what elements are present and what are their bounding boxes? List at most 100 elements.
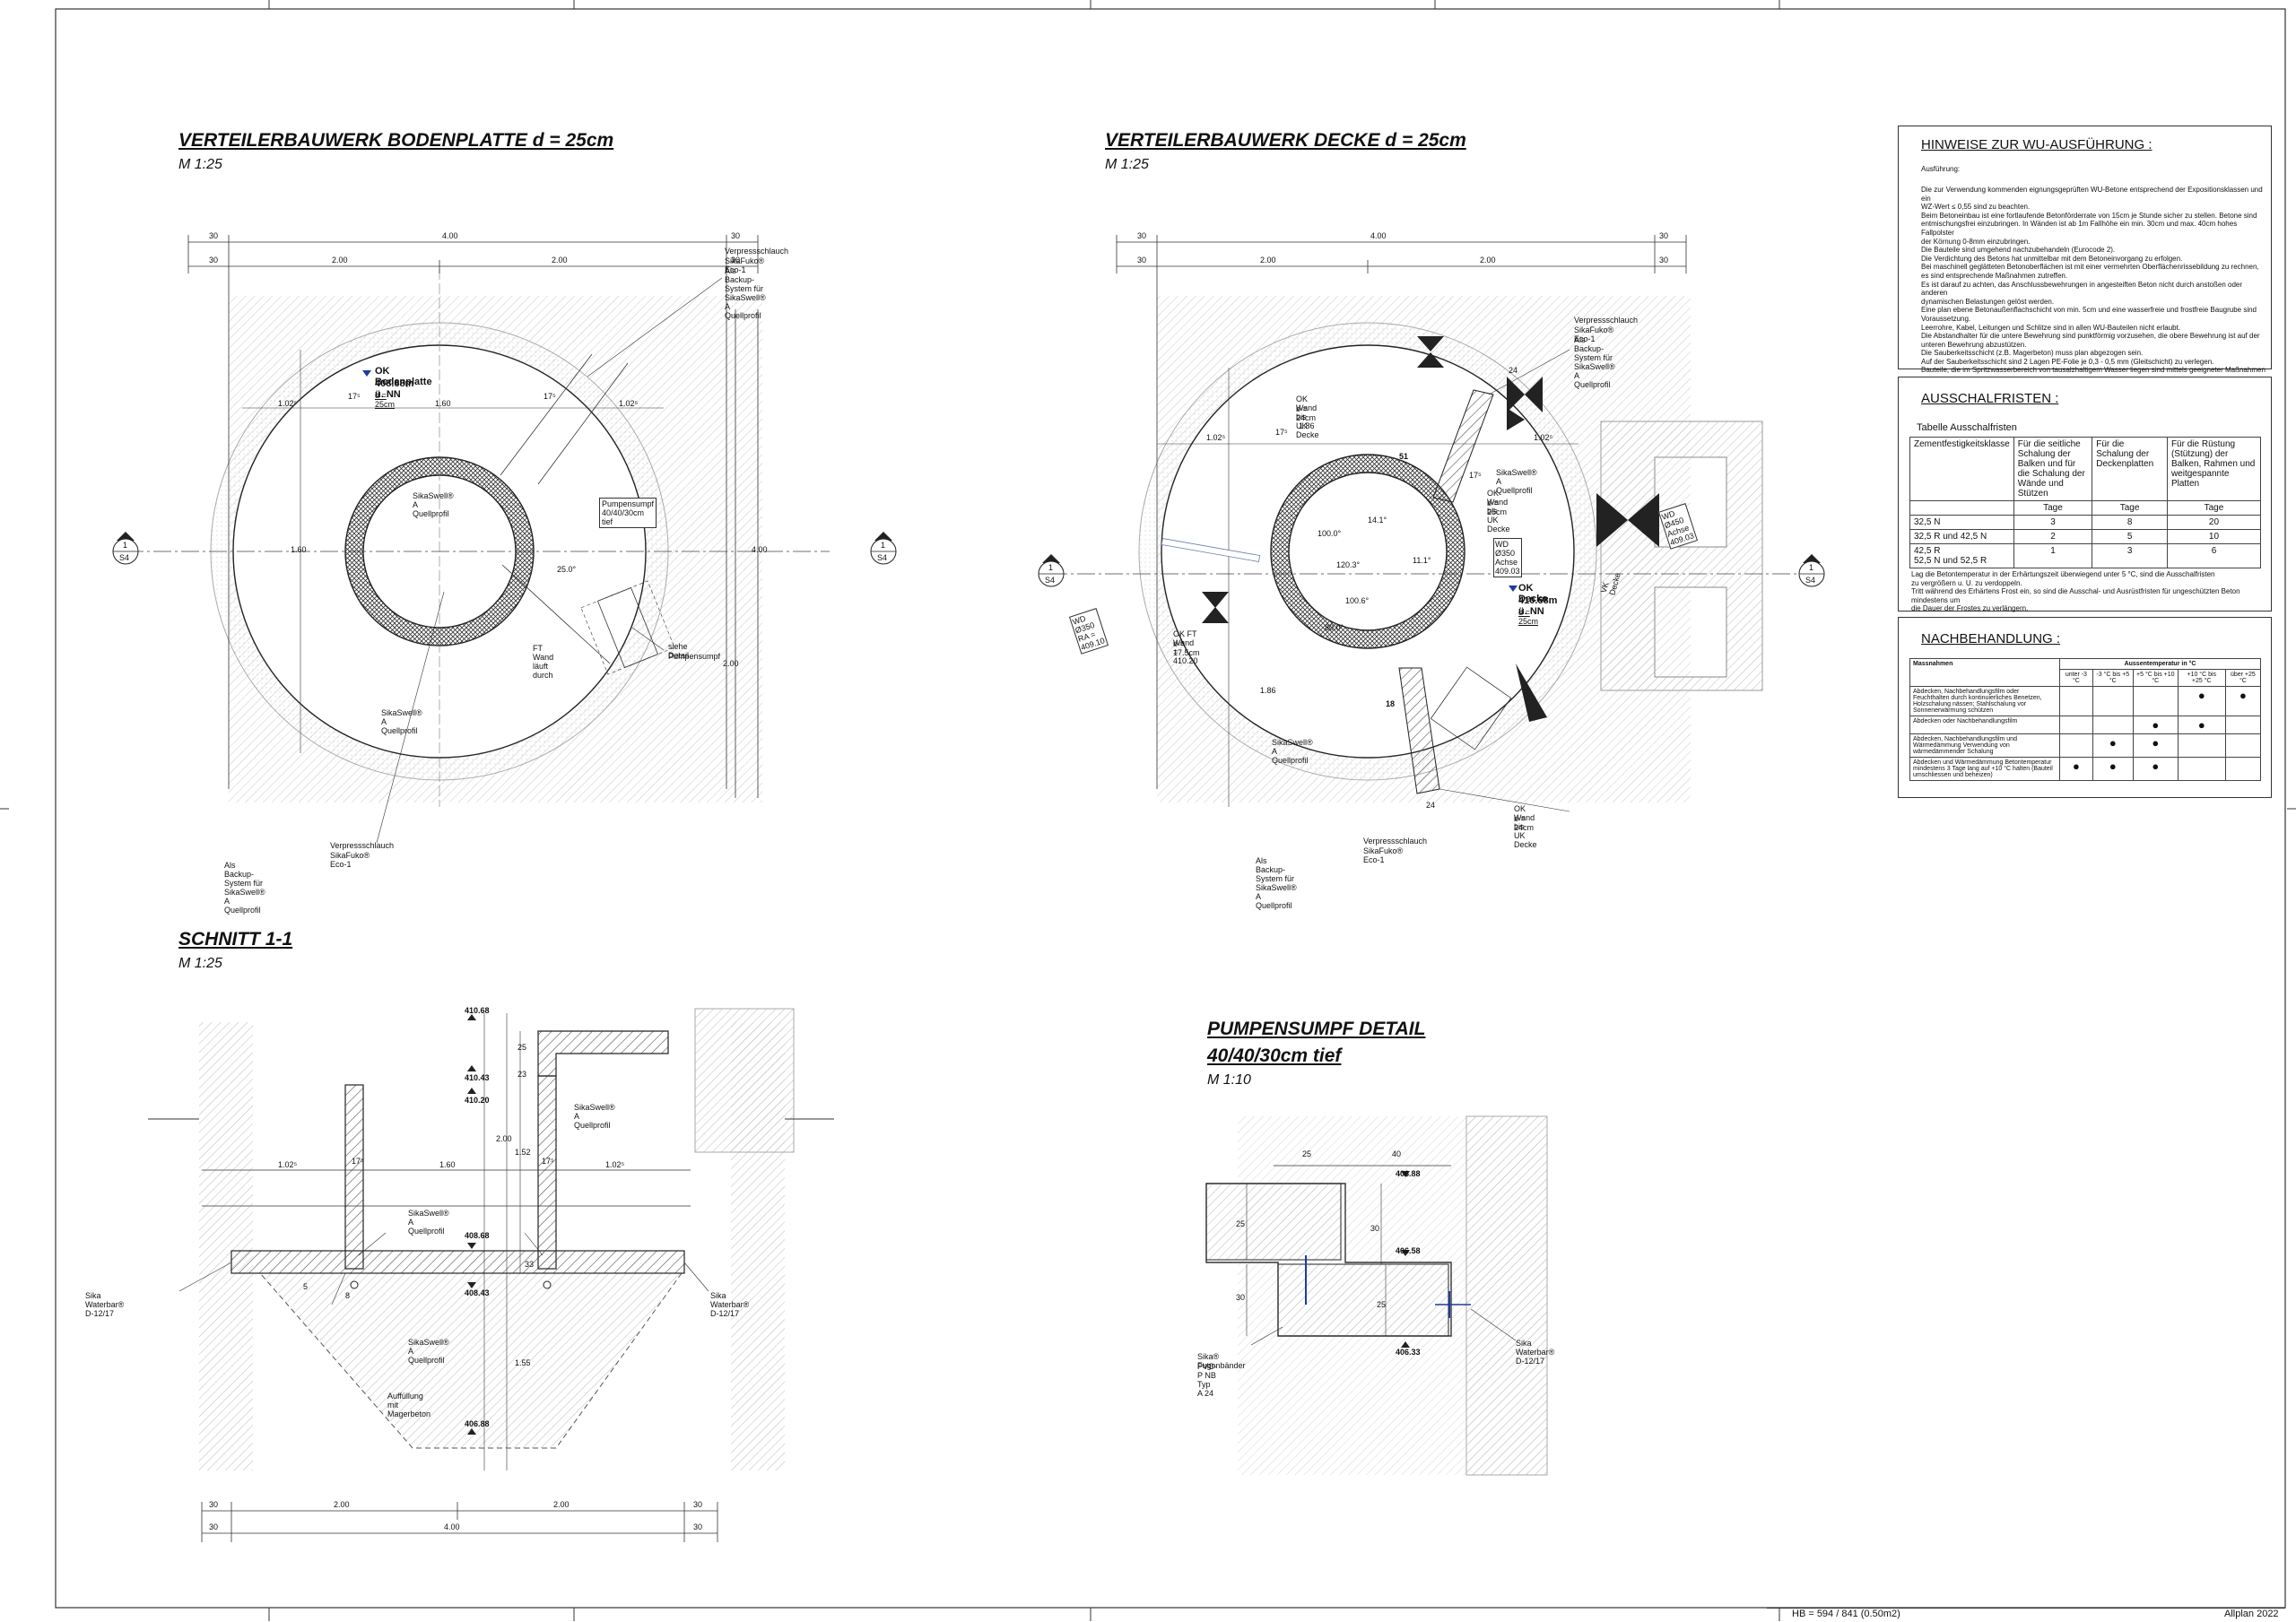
cell [2132,686,2179,716]
dim-label: 30 [1370,1224,1380,1233]
cell [2092,686,2134,716]
dim-label: 25 [1377,1300,1387,1309]
cell: 20 [2166,515,2262,530]
dim-label: 17⁵ [1469,471,1482,480]
cell: 5 [2092,529,2168,544]
dim-label: 4.00 [752,545,768,554]
pumpensumpf-detail [1205,1115,1548,1476]
decke-plan [1038,235,1825,812]
th: über +25 °C [2224,669,2262,687]
ausschal-note: Lag die Betontemperatur in der Erhärtung… [1911,570,2240,613]
dim-label: 17⁵ [1275,428,1288,437]
section-marker-num: 1 [123,541,128,550]
ok-wand-label: OK Wand bis UK Decke [1514,804,1537,849]
dim-label: 30 [693,1522,703,1531]
verpress-label: Verpressschlauch [1363,837,1428,846]
cell [2092,716,2134,734]
verpress-label: Als Backup-System für SikaSwell® A Quell… [1574,335,1615,389]
pumpensumpf-scale: M 1:10 [1207,1072,1251,1088]
cell: 3 [2013,515,2093,530]
verpress-label: Verpressschlauch [330,841,395,850]
ok-ft-label: b = 17.5cm [1173,639,1200,657]
dim-label: 1.02⁵ [619,399,639,408]
dim-label: 30 [209,1522,219,1531]
siehe-label: Pumpensumpf [668,652,721,661]
cell: 10 [2166,529,2262,544]
cell: 8 [2092,515,2168,530]
cell: 3 [2092,543,2168,568]
cell: Abdecken, Nachbehandlungsfilm und Wärmed… [1909,733,2060,758]
nachbehandlung-table: Massnahmen Aussentemperatur in °C unter … [1909,658,2262,781]
ausschal-box: AUSSCHALFRISTEN : Tabelle Ausschalfriste… [1898,377,2272,612]
cell: Abdecken und Wärmedämmung Betontemperatu… [1909,757,2060,781]
dim-label: 17⁵ [542,1157,554,1166]
dim-label: 8 [345,1291,351,1300]
ok-ft-label: OK FT Wand = 410.20 [1173,629,1198,665]
ausschal-table: Zementfestigkeitsklasse Für die seitlich… [1909,437,2262,568]
dim-label: 1.02⁵ [605,1160,625,1169]
ok-decke-d: d = 25cm [1518,608,1539,626]
cell [2177,757,2226,781]
dim-label: 30 [1236,1293,1246,1302]
schnitt-title: SCHNITT 1-1 [178,929,293,950]
dim-label: 2.00 [723,659,739,668]
cell [2059,733,2093,758]
waterbar-label: Sika Waterbar® D-12/17 [85,1291,125,1318]
sikaswell-label: SikaSwell® A Quellprofil [1272,738,1313,765]
th: Für die seitliche Schalung der Balken un… [2013,437,2093,501]
dim-label: 4.00 [444,1522,460,1531]
cell: Abdecken oder Nachbehandlungsfilm [1909,716,2060,734]
dim-label: 2.00 [1480,256,1496,265]
level-label: 408.43 [465,1288,490,1297]
dim-label: 25.0° [557,565,577,574]
dim-label: 4.00 [442,231,458,240]
th: Massnahmen [1909,658,2060,687]
dim-label: 24 [1426,801,1436,810]
dim-label: 14.1° [1368,516,1387,525]
cell: ● [2132,757,2179,781]
footer-software: Allplan 2022 [2224,1609,2279,1619]
sikaswell-label: SikaSwell® A Quellprofil [408,1209,449,1236]
th: Für die Schalung der Deckenplatten [2092,437,2168,501]
dim-label: 30 [1659,231,1669,240]
pumpensumpf-note-1: Pumpensumpf [602,499,655,508]
pumpensumpf-title2: 40/40/30cm tief [1207,1045,1342,1066]
dim-label: 1.52 [515,1148,531,1157]
level-label: 406.88 [465,1419,490,1428]
cell: ● [2132,733,2179,758]
th: Für die Rüstung (Stützung) der Balken, R… [2166,437,2262,501]
section-marker-ref: S4 [119,553,130,562]
dim-label: 120.3° [1336,560,1361,569]
dim-label: 1.60 [439,1160,456,1169]
dim-label: 40 [1392,1149,1402,1158]
verpress-label: Verpressschlauch [725,247,789,256]
dim-label: 30 [731,231,741,240]
level-label: 408.68 [465,1231,490,1240]
ok-wand-label: b = 25cm [1487,499,1508,516]
unit: Tage [2166,500,2262,516]
verpress-label: Verpressschlauch [1574,316,1639,325]
dim-label: 25 [517,1043,527,1052]
dim-label: 1.02⁵ [278,399,298,408]
waterbar-label: Sika Waterbar® D-12/17 [710,1291,750,1318]
cell: 32,5 N [1909,515,2014,530]
th: +5 °C bis +10 °C [2132,669,2179,687]
ok-bodenplatte-level: 408.68m ü. NN [375,378,414,400]
hinweise-lead: Ausführung: [1921,165,1961,173]
dim-label: 17⁵ [352,1157,364,1166]
siehe-label: siehe Detail [668,642,690,660]
dim-label: 30 [1137,231,1147,240]
cell: ● [2092,733,2134,758]
level-label: 406.88 [1396,1169,1421,1178]
verpress-label: SikaFuko® Eco-1 [1574,325,1614,343]
dim-label: 100.0° [1318,529,1342,538]
auffuellung-label: Auffüllung mit Magerbeton [387,1392,431,1418]
dim-label: 30 [209,1500,219,1509]
dim-label: 30 [1137,256,1147,265]
dim-label: 1.02⁵ [1534,433,1553,442]
cell: Abdecken, Nachbehandlungsfilm oder Feuch… [1909,686,2060,716]
section-marker-ref: S4 [1805,576,1816,585]
dim-label: 2.00 [553,1500,570,1509]
